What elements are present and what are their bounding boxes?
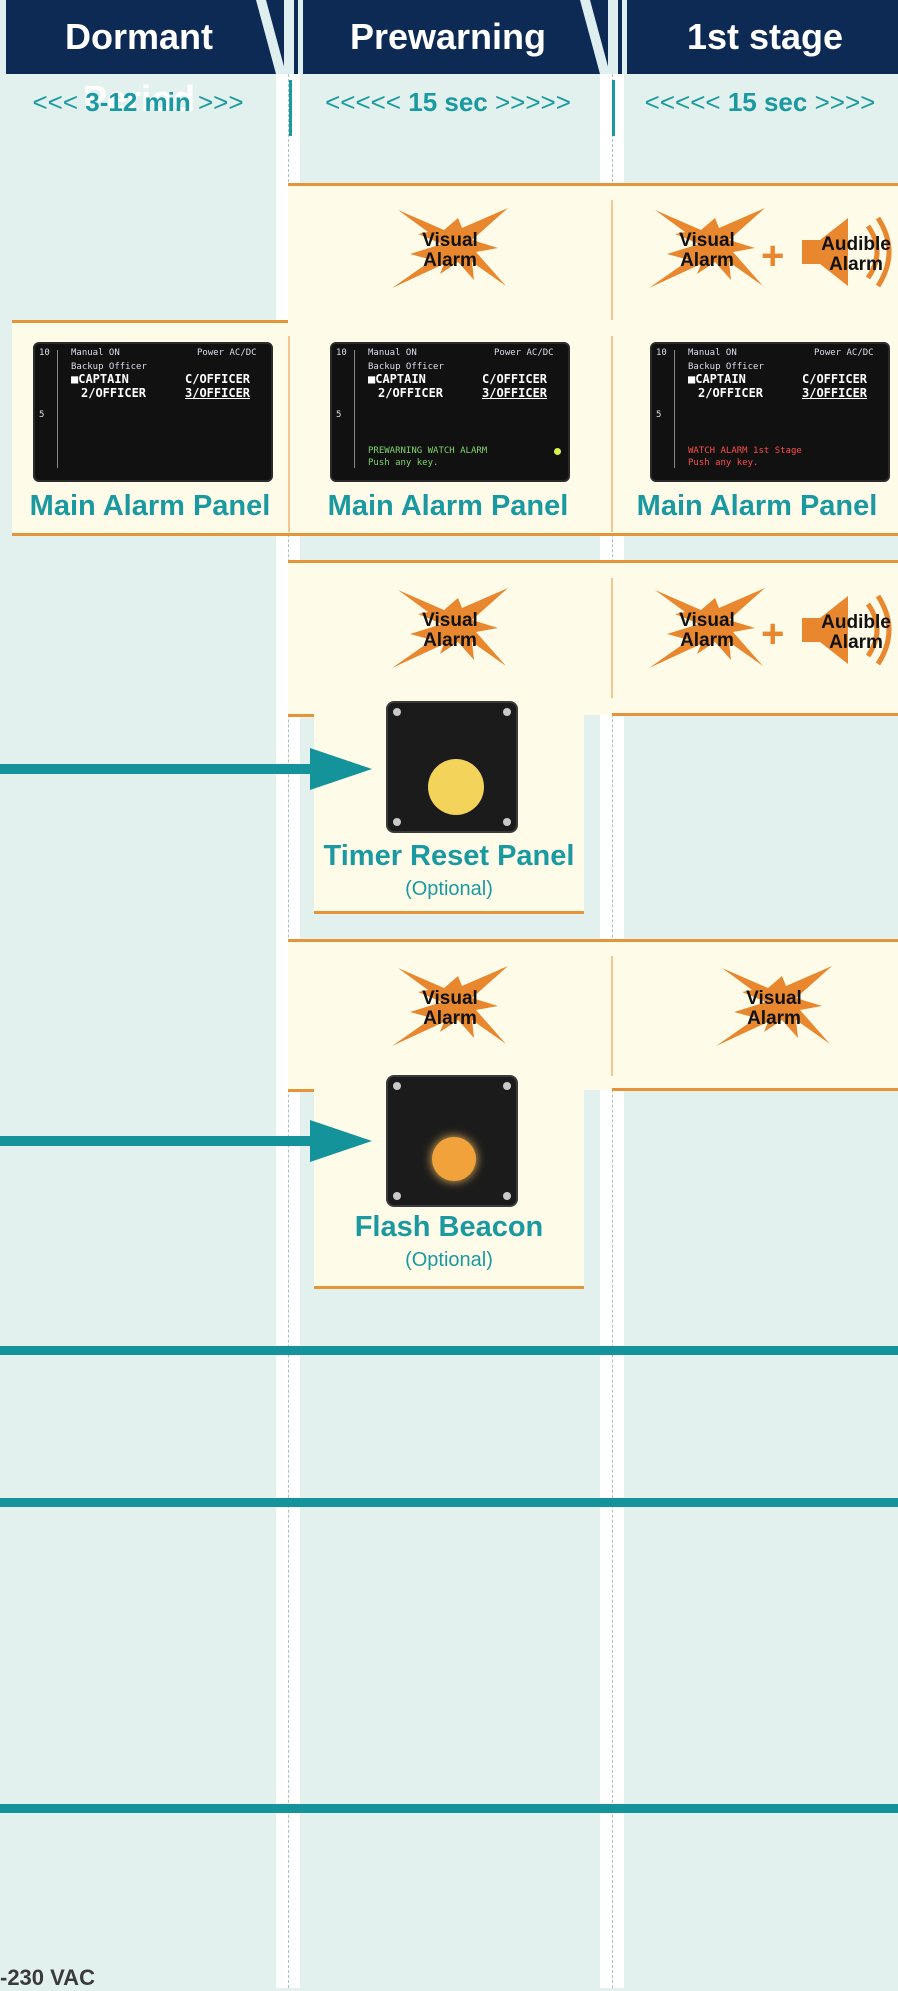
stage-header: Dormant Period Prewarning 1st stage <box>0 0 898 119</box>
plus-sign: + <box>761 612 785 656</box>
main-alarm-divider <box>611 200 613 320</box>
svg-text:Audible: Audible <box>821 612 891 633</box>
main-alarm-screen-prewarning: 10 5 Manual ON Power AC/DC Backup Office… <box>330 342 570 482</box>
svg-text:Audible: Audible <box>821 234 891 255</box>
beacon-lamp <box>432 1137 476 1181</box>
visual-alarm-icon: Visual Alarm <box>649 208 765 288</box>
main-alarm-row-bottom-rule <box>12 533 898 536</box>
visual-alarm-icon: Visual Alarm <box>392 588 508 668</box>
main-alarm-panel-title: Main Alarm Panel <box>327 490 569 522</box>
duration-1st-stage: <<<<< 15 sec >>>> <box>644 87 876 117</box>
audible-alarm-icon: Audible Alarm <box>802 594 892 666</box>
power-supply-label: -230 VAC <box>0 1965 95 1990</box>
header-separator-2b <box>622 0 627 74</box>
main-alarm-row-divider-2 <box>611 336 613 532</box>
timer-reset-alarm-section <box>288 561 898 715</box>
header-separator-1b <box>298 0 303 74</box>
flash-beacon-device <box>386 1075 518 1207</box>
svg-text:Alarm: Alarm <box>680 250 734 271</box>
svg-text:Visual: Visual <box>422 988 478 1009</box>
visual-alarm-icon: Visual Alarm <box>392 966 508 1046</box>
flash-beacon-left-stub <box>288 1089 314 1092</box>
signal-line-1 <box>0 1346 898 1355</box>
main-alarm-top-rule <box>288 183 898 186</box>
svg-text:Visual: Visual <box>422 610 478 631</box>
visual-alarm-icon: Visual Alarm <box>392 208 508 288</box>
duration-prewarning: <<<<< 15 sec >>>>> <box>325 87 571 117</box>
header-tab-1st-stage: 1st stage <box>686 16 844 57</box>
svg-text:Visual: Visual <box>679 610 735 631</box>
timer-reset-divider <box>611 578 613 698</box>
main-alarm-screen-1st-stage: 10 5 Manual ON Power AC/DC Backup Office… <box>650 342 890 482</box>
duration-tick-2 <box>612 80 615 136</box>
svg-text:Visual: Visual <box>746 988 802 1009</box>
header-tab-dormant: Dormant Period <box>64 16 213 119</box>
visual-alarm-icon: Visual Alarm <box>649 588 765 668</box>
main-alarm-panel-title: Main Alarm Panel <box>29 490 271 522</box>
svg-text:Visual: Visual <box>679 230 735 251</box>
header-chevron-1 <box>256 0 286 74</box>
timer-reset-panel-device[interactable] <box>386 701 518 833</box>
flash-beacon-section-bottom-rule <box>612 1088 898 1091</box>
header-chevron-2 <box>580 0 610 74</box>
header-left-edge <box>0 0 6 74</box>
timer-reset-panel-subtitle: (Optional) <box>405 878 493 900</box>
status-led <box>554 448 561 455</box>
visual-alarm-icon: Visual Alarm <box>716 966 832 1046</box>
arrow-icon <box>0 1120 372 1162</box>
reset-button[interactable] <box>428 759 484 815</box>
main-alarm-screen-dormant: 10 5 Manual ON Power AC/DC Backup Office… <box>33 342 273 482</box>
duration-dormant: <<< 3-12 min >>> <box>32 87 244 117</box>
header-separator-2 <box>608 0 618 74</box>
timer-reset-panel-title: Timer Reset Panel <box>323 840 575 872</box>
screen-scale <box>39 350 58 468</box>
svg-text:Alarm: Alarm <box>423 1008 477 1029</box>
signal-line-3 <box>0 1804 898 1813</box>
svg-text:Alarm: Alarm <box>423 630 477 651</box>
timer-reset-left-stub <box>288 714 314 717</box>
svg-text:Alarm: Alarm <box>423 250 477 271</box>
arrow-icon <box>0 748 372 790</box>
audible-alarm-icon: Audible Alarm <box>802 216 892 288</box>
svg-text:Alarm: Alarm <box>829 254 883 275</box>
signal-line-2 <box>0 1498 898 1507</box>
header-tab-prewarning: Prewarning <box>349 16 547 57</box>
main-alarm-row-divider-1 <box>288 336 290 532</box>
main-alarm-panel-title: Main Alarm Panel <box>636 490 878 522</box>
svg-text:Visual: Visual <box>422 230 478 251</box>
main-alarm-row-top-rule <box>12 320 288 323</box>
flash-beacon-bottom-rule <box>314 1286 584 1289</box>
timer-reset-top-rule <box>288 560 898 563</box>
duration-tick-1 <box>289 80 292 136</box>
svg-text:Alarm: Alarm <box>680 630 734 651</box>
flash-beacon-title: Flash Beacon <box>354 1211 544 1243</box>
main-alarm-section <box>288 184 898 320</box>
flash-beacon-subtitle: (Optional) <box>405 1249 493 1271</box>
timer-reset-bottom-rule <box>314 911 584 914</box>
flash-beacon-top-rule <box>288 939 898 942</box>
flash-beacon-divider <box>611 956 613 1076</box>
svg-text:Alarm: Alarm <box>747 1008 801 1029</box>
timer-reset-section-bottom-rule <box>612 713 898 716</box>
plus-sign: + <box>761 234 785 278</box>
svg-text:Alarm: Alarm <box>829 632 883 653</box>
header-separator-1 <box>284 0 294 74</box>
